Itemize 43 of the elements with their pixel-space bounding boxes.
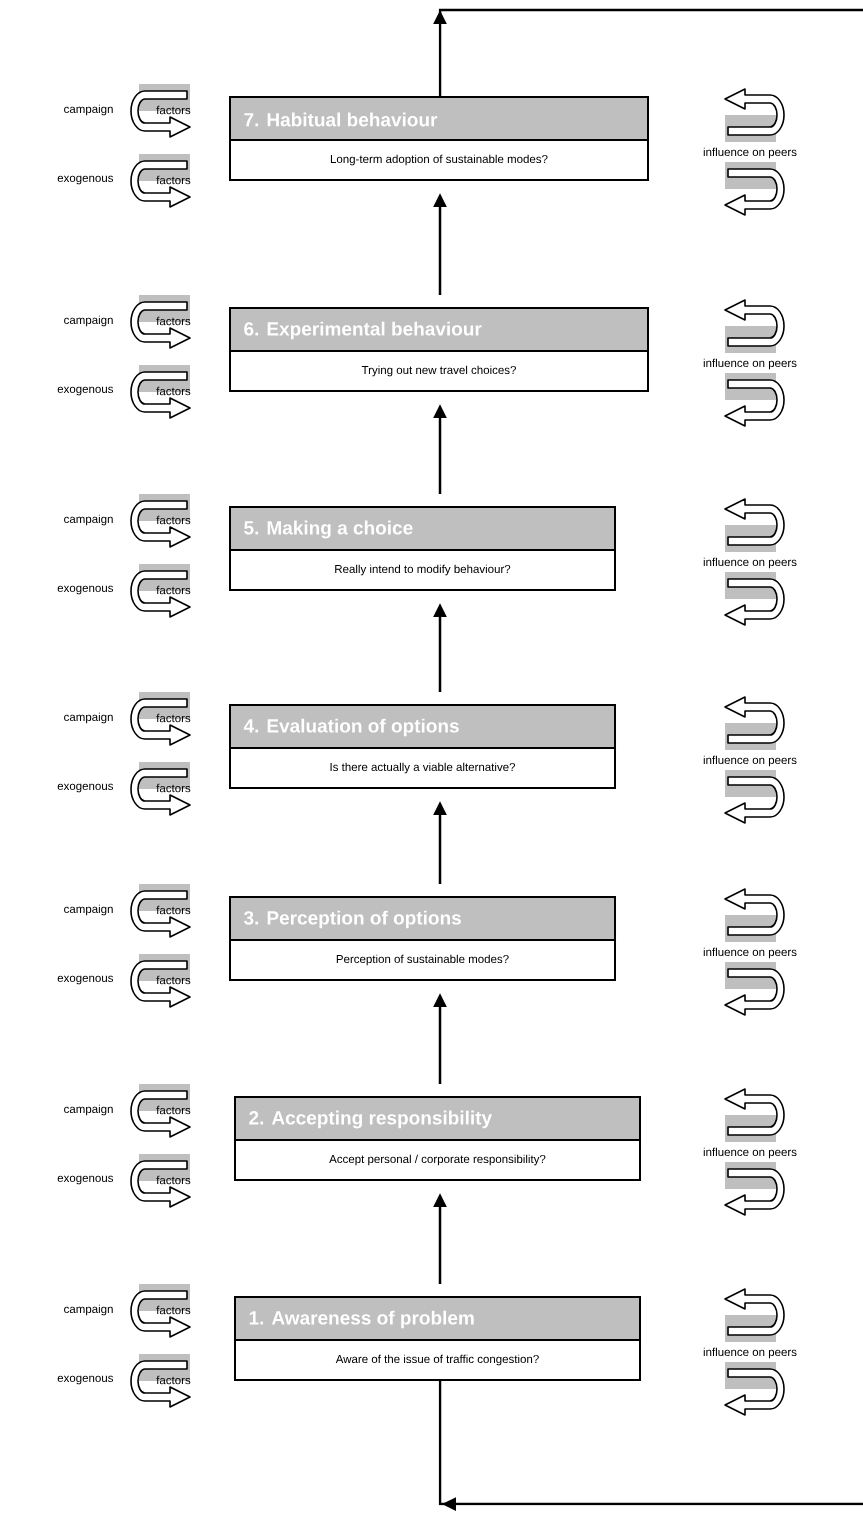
label: factors (156, 1105, 191, 1115)
label: exogenous (57, 1175, 114, 1185)
label: factors (156, 105, 191, 115)
label: factors (156, 1305, 191, 1315)
label: campaign (64, 1104, 113, 1116)
label: influence on peers (703, 147, 797, 159)
label: influence on peers (703, 947, 797, 959)
label: influence on peers (703, 1347, 797, 1359)
stage-box: 2. Accepting responsibility Accept personal / corporate responsibility? (234, 1096, 641, 1181)
stage-box: 5. Making a choice Really intend to modify behaviour? (229, 506, 616, 591)
label: factors (156, 975, 191, 985)
label: exogenous (57, 585, 114, 595)
label: campaign (64, 315, 113, 327)
label: campaign (64, 514, 113, 526)
stage-box: 1. Awareness of problem Aware of the issue of traffic congestion? (234, 1296, 641, 1381)
label: factors (156, 713, 191, 723)
label: factors (156, 1175, 191, 1185)
label: factors (156, 386, 191, 396)
label: campaign (64, 1304, 113, 1316)
label: campaign (64, 712, 113, 724)
label: exogenous (57, 386, 114, 396)
label: exogenous (57, 1375, 114, 1385)
label: factors (156, 1375, 191, 1385)
label: influence on peers (703, 1147, 797, 1159)
label: factors (156, 175, 191, 185)
label: influence on peers (703, 755, 797, 767)
stage-box: 7. Habitual behaviour Long-term adoption of sustainable modes? (229, 96, 649, 181)
label: influence on peers (703, 557, 797, 569)
label: exogenous (57, 783, 114, 793)
label: factors (156, 905, 191, 915)
label: factors (156, 515, 191, 525)
label: campaign (64, 104, 113, 116)
label: factors (156, 783, 191, 793)
arrow (433, 8, 863, 1511)
label: campaign (64, 904, 113, 916)
label: exogenous (57, 975, 114, 985)
stage-box: 6. Experimental behaviour Trying out new travel choices? (229, 307, 649, 392)
stage-box: 3. Perception of options Perception of sustainable modes? (229, 896, 616, 981)
label: influence on peers (703, 358, 797, 370)
label: exogenous (57, 175, 114, 185)
label: factors (156, 316, 191, 326)
stage-box: 4. Evaluation of options Is there actually a viable alternative? (229, 704, 616, 789)
label: factors (156, 585, 191, 595)
